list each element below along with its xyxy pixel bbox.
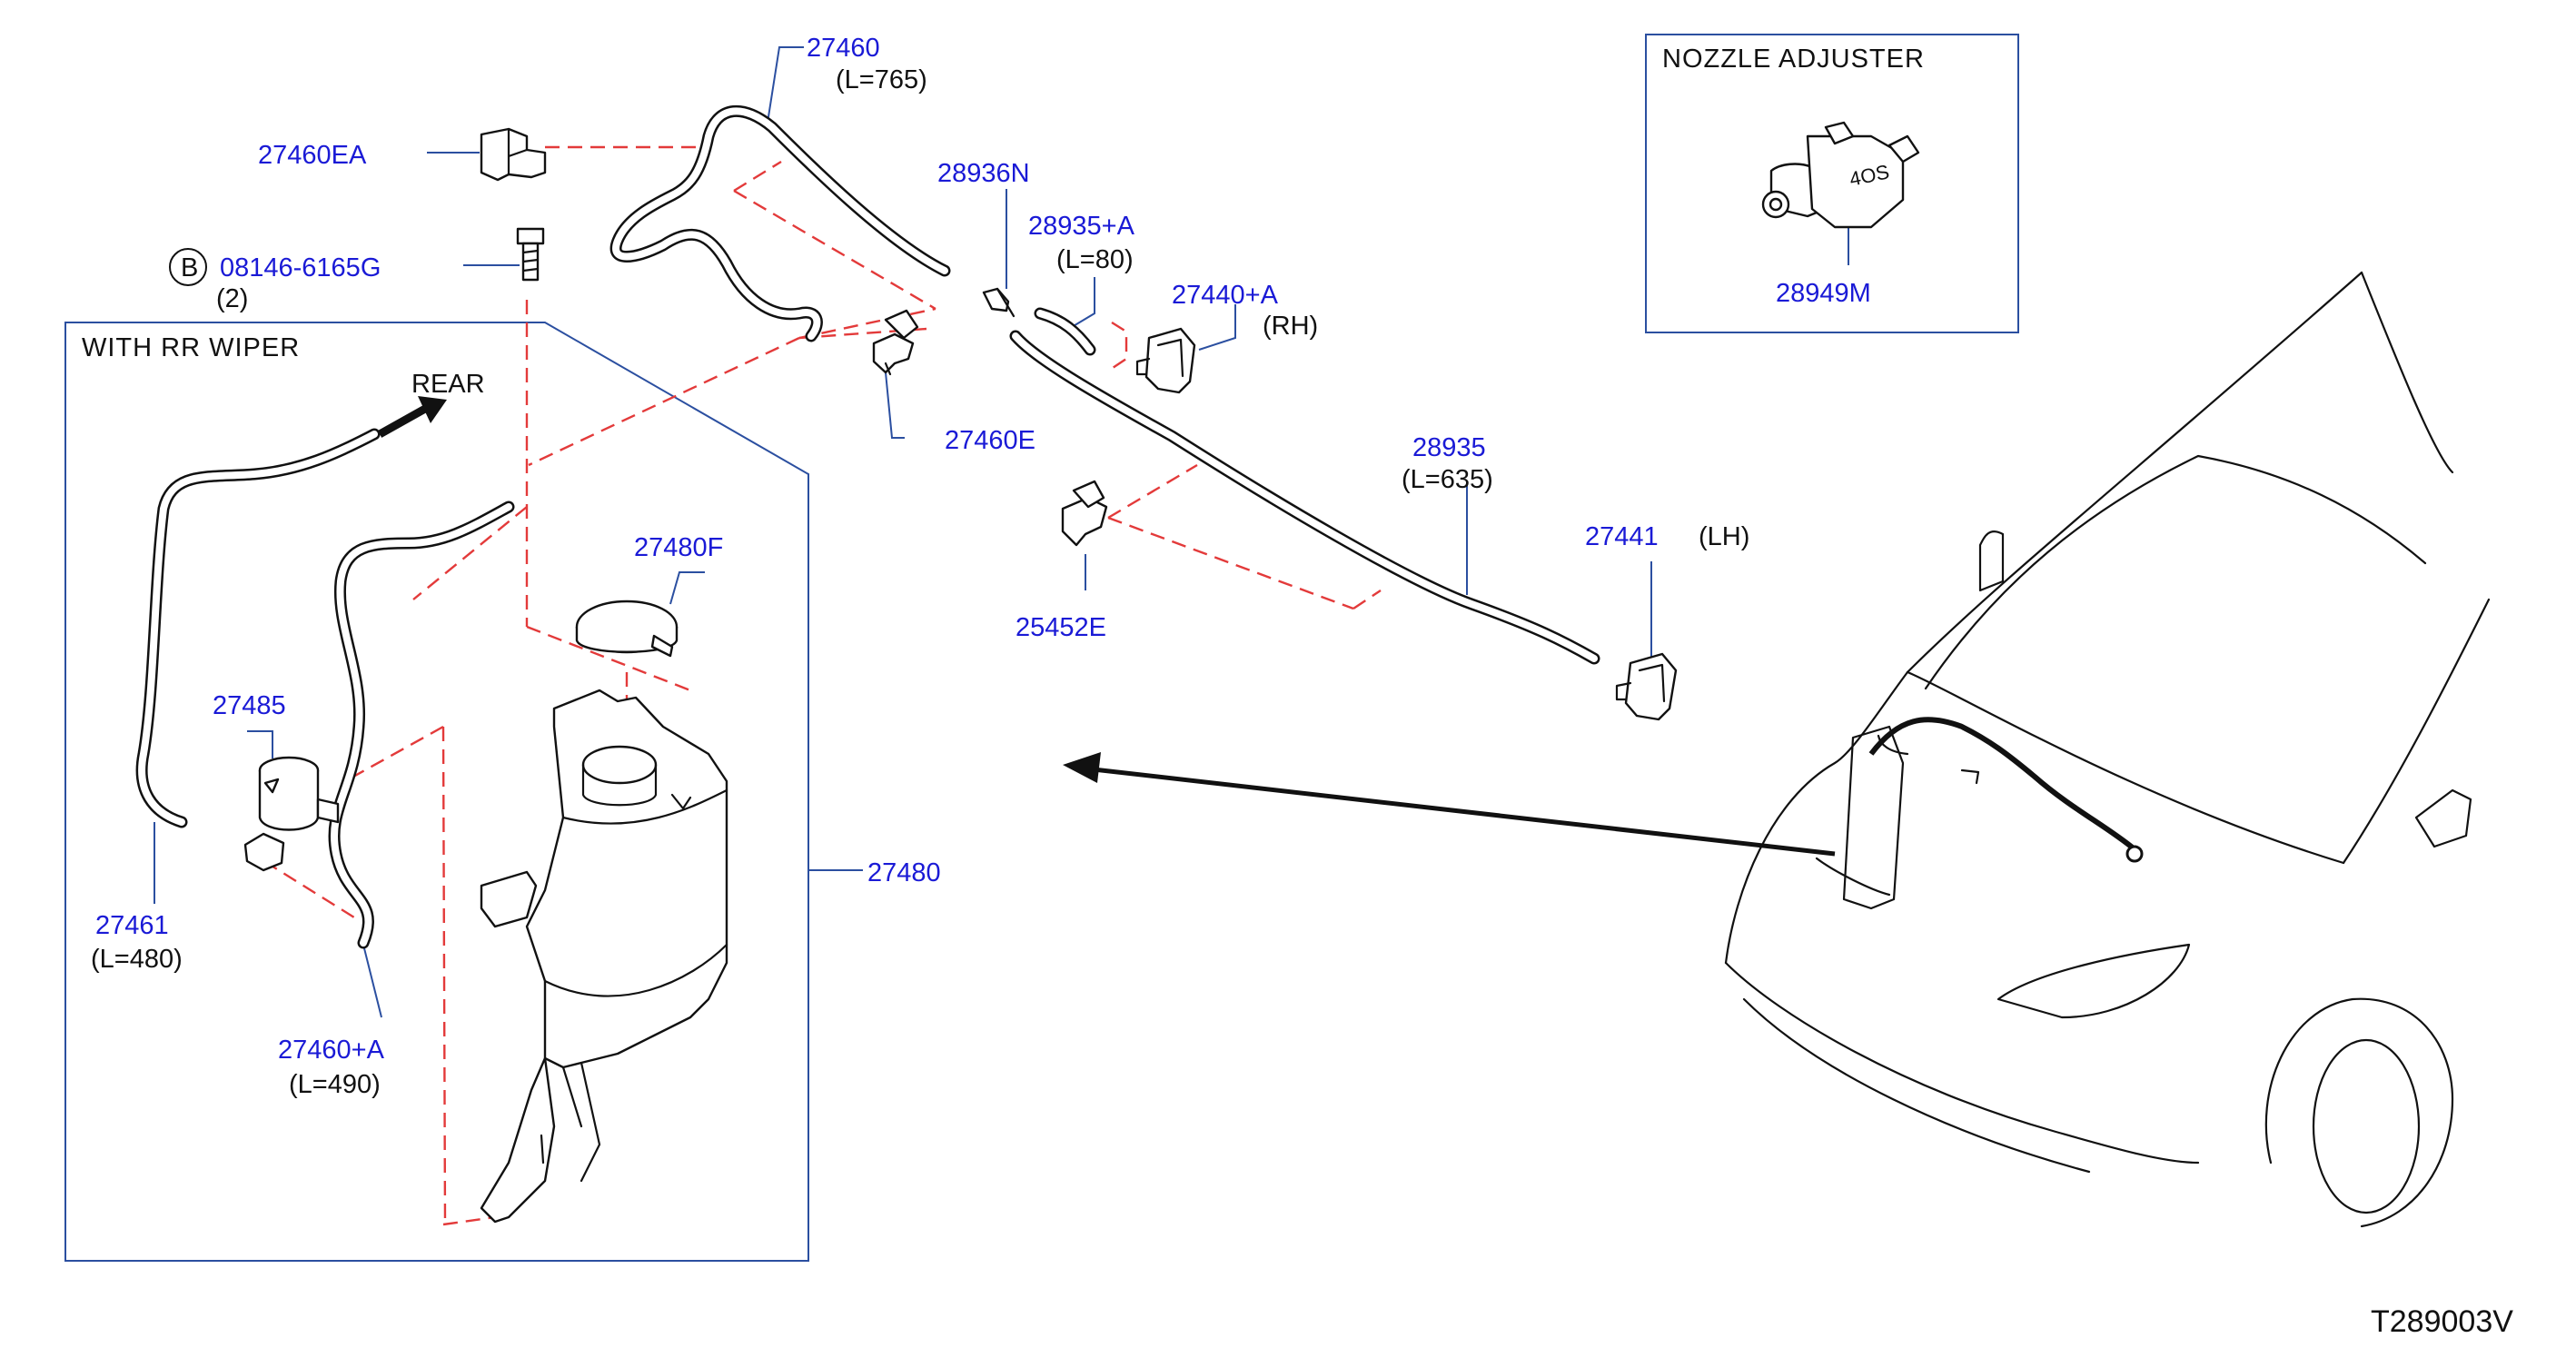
label-27441: 27441 [1585, 522, 1659, 551]
connector-28936N [982, 287, 1016, 318]
nozzle-adjuster-inset: NOZZLE ADJUSTER [1645, 34, 2019, 333]
hose-28935 [1009, 330, 1600, 665]
label-25452E: 25452E [1016, 613, 1106, 642]
nozzle-adjuster-tool-28949M: 4OS [1761, 121, 1920, 229]
label-27460: 27460 [807, 34, 880, 63]
connector-27460EA [480, 127, 547, 182]
hose-27460 [609, 104, 951, 342]
leader-lines [154, 46, 1849, 1018]
label-28935A-length: (L=80) [1056, 245, 1134, 274]
bolt-08146-6165G [516, 227, 545, 282]
dashed-guide-lines [244, 145, 1382, 1226]
bolt-circle-icon [169, 248, 207, 286]
label-28935: 28935 [1412, 433, 1486, 462]
label-bolt-quantity: (2) [216, 284, 248, 313]
tank-27480 [480, 689, 728, 1224]
nozzle-27440A [1135, 327, 1196, 394]
location-arrow [1063, 752, 1836, 857]
label-27460A: 27460+A [278, 1036, 385, 1065]
illustration-code: T289003V [2371, 1304, 2513, 1339]
label-27485: 27485 [213, 691, 286, 720]
label-27440A: 27440+A [1172, 281, 1279, 310]
label-27461: 27461 [95, 911, 169, 940]
label-28936N: 28936N [937, 159, 1030, 188]
label-27480F: 27480F [634, 533, 723, 562]
rear-wiper-inset-title: WITH RR WIPER [82, 333, 300, 362]
rear-direction-arrow [377, 396, 447, 438]
label-27480: 27480 [867, 858, 941, 887]
label-bolt-circle: B [181, 253, 198, 282]
vehicle-outline [1724, 271, 2491, 1228]
label-27460-length: (L=765) [836, 65, 927, 94]
hose-28935A [1034, 307, 1096, 356]
hose-27460A [328, 501, 515, 949]
pump-27485 [243, 756, 340, 872]
label-27461-length: (L=480) [91, 945, 183, 974]
rear-wiper-inset: WITH RR WIPER [64, 322, 809, 1262]
rear-direction-label: REAR [411, 370, 485, 399]
label-28935-length: (L=635) [1402, 465, 1493, 494]
label-27460EA: 27460EA [258, 141, 367, 170]
nozzle-27441 [1615, 652, 1678, 721]
label-08146-6165G: 08146-6165G [220, 253, 381, 282]
label-28935A: 28935+A [1028, 212, 1135, 241]
callout-labels: 27460 (L=765) 27460EA B 08146-6165G (2) … [91, 34, 2513, 1339]
label-27460E: 27460E [945, 426, 1035, 455]
nozzle-adjuster-inset-title: NOZZLE ADJUSTER [1662, 45, 1925, 74]
label-28949M: 28949M [1776, 279, 1871, 308]
hose-27461 [135, 428, 381, 828]
label-27460A-length: (L=490) [289, 1070, 381, 1099]
label-27441-side: (LH) [1699, 522, 1749, 551]
label-27440A-side: (RH) [1263, 312, 1318, 341]
clip-25452E [1061, 480, 1108, 547]
clip-27460E [872, 309, 919, 376]
cap-27480F [575, 600, 679, 658]
